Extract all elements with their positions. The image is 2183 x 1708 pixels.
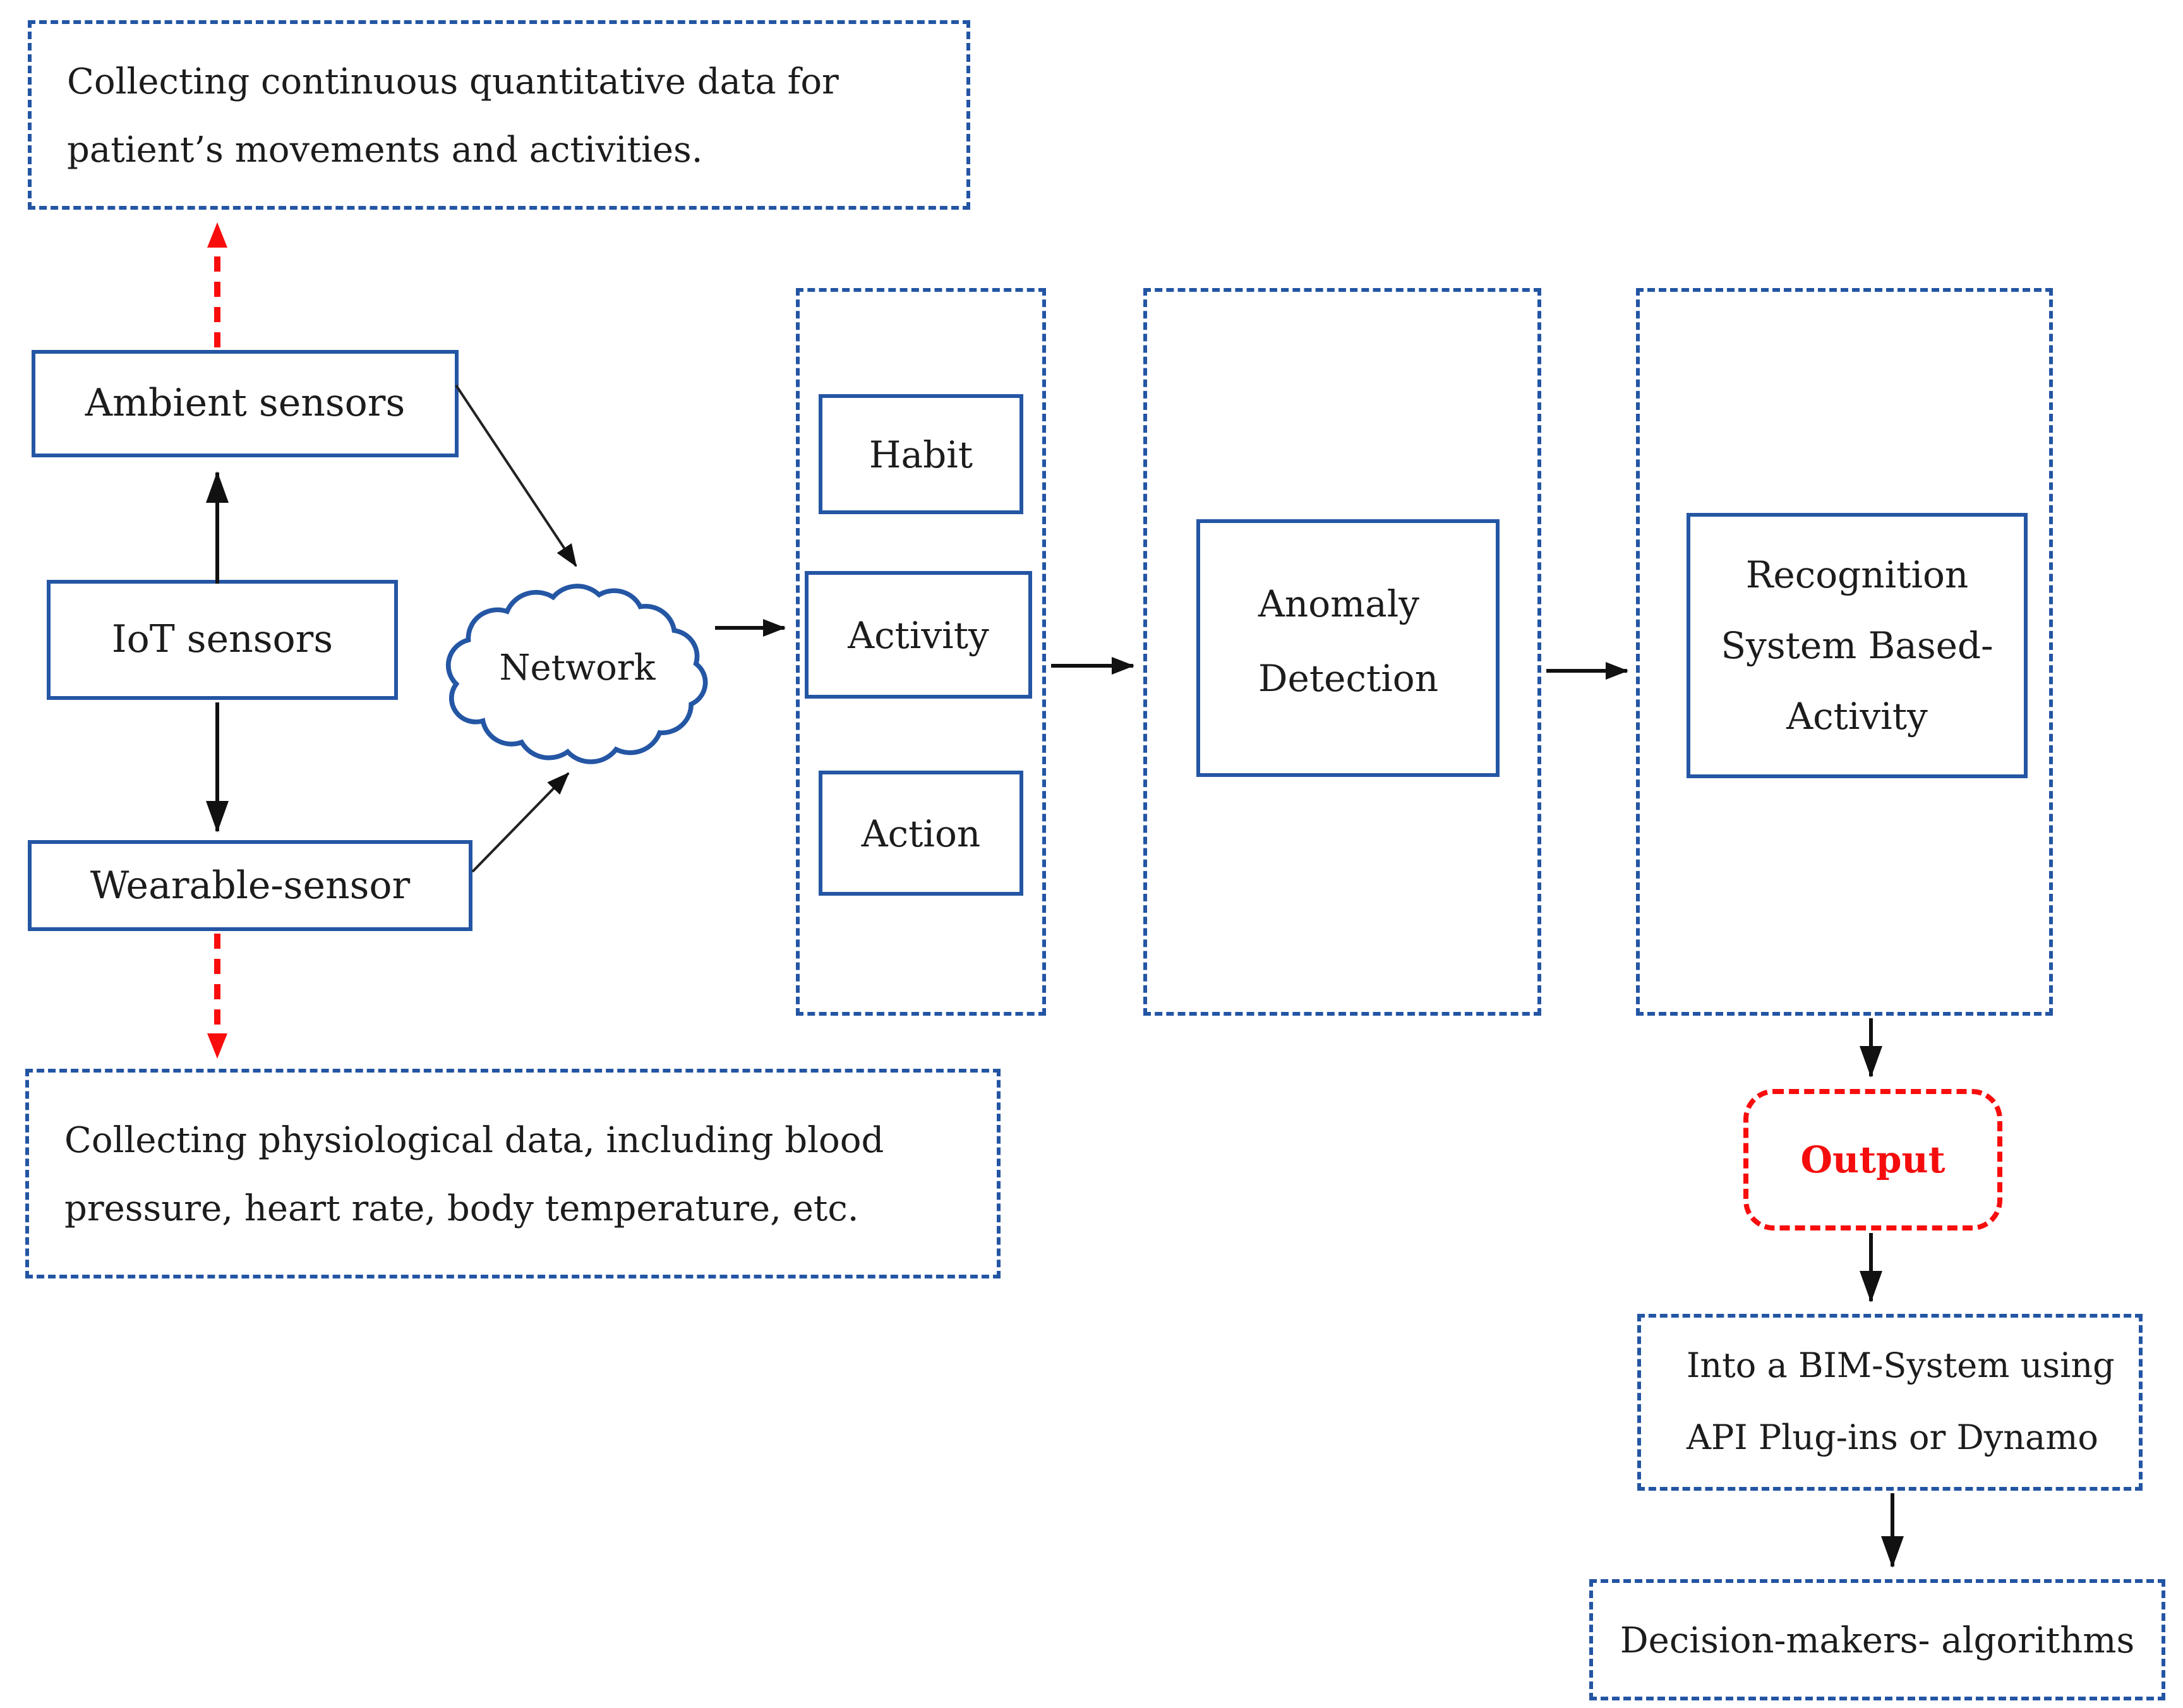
iot-sensors-label: IoT sensors xyxy=(111,618,334,662)
anomaly-line1: Anomaly xyxy=(1258,582,1420,625)
habit-label: Habit xyxy=(869,433,973,476)
behavior-group-container xyxy=(796,288,1046,1016)
ambient-sensors-label: Ambient sensors xyxy=(85,382,406,426)
recognition-line2: System Based- xyxy=(1721,624,1994,667)
cloud-outline xyxy=(445,584,708,764)
decision-makers-box: Decision-makers- algorithms xyxy=(1589,1579,2165,1700)
habit-box: Habit xyxy=(819,394,1023,514)
wearable-sensor-box: Wearable-sensor xyxy=(28,840,472,931)
network-label: Network xyxy=(499,646,656,688)
iot-sensors-box: IoT sensors xyxy=(47,580,398,700)
note-physiological-data: Collecting physiological data, including… xyxy=(25,1069,1001,1278)
anomaly-group-container xyxy=(1143,288,1541,1016)
recognition-system-box: Recognition System Based- Activity xyxy=(1687,513,2028,778)
recognition-group-container xyxy=(1636,288,2053,1016)
arrow-ambient-to-network xyxy=(455,384,577,567)
note-physiological-line2: pressure, heart rate, body temperature, … xyxy=(64,1187,859,1229)
action-box: Action xyxy=(819,771,1023,896)
output-box: Output xyxy=(1743,1089,2002,1230)
anomaly-detection-box: Anomaly Detection xyxy=(1196,519,1500,777)
decision-makers-label: Decision-makers- algorithms xyxy=(1620,1619,2135,1661)
recognition-line3: Activity xyxy=(1786,695,1928,738)
note-physiological-line1: Collecting physiological data, including… xyxy=(64,1119,884,1160)
bim-system-box: Into a BIM-System using API Plug-ins or … xyxy=(1637,1314,2143,1491)
wearable-sensor-label: Wearable-sensor xyxy=(90,863,411,908)
note-quantitative-line1: Collecting continuous quantitative data … xyxy=(67,60,839,102)
activity-label: Activity xyxy=(848,613,989,656)
output-label: Output xyxy=(1800,1138,1945,1181)
bim-line1: Into a BIM-System using xyxy=(1687,1347,2115,1386)
activity-box: Activity xyxy=(805,571,1032,699)
arrow-wearable-to-network xyxy=(471,772,570,873)
ambient-sensors-box: Ambient sensors xyxy=(32,350,459,457)
anomaly-line2: Detection xyxy=(1258,656,1439,699)
note-quantitative-data: Collecting continuous quantitative data … xyxy=(28,20,970,210)
action-label: Action xyxy=(861,812,981,855)
recognition-line1: Recognition xyxy=(1745,553,1969,596)
note-quantitative-line2: patient’s movements and activities. xyxy=(67,128,703,170)
network-cloud-shape xyxy=(445,584,708,764)
bim-line2: API Plug-ins or Dynamo xyxy=(1687,1419,2098,1458)
